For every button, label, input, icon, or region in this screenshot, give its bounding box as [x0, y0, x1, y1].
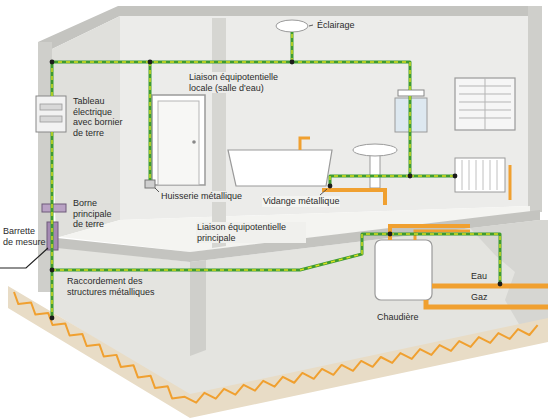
- upper-partition: [212, 18, 226, 248]
- junction-dot: [148, 60, 153, 65]
- main-earth-terminal: [42, 204, 66, 212]
- callout-label: Liaison équipotentielle locale (salle d'…: [188, 72, 302, 93]
- door-frame: [152, 95, 205, 185]
- callout-label: Barrette de mesure: [2, 226, 48, 247]
- right-wall: [528, 6, 542, 212]
- electrical-panel: [36, 96, 66, 132]
- leader-line: [155, 188, 159, 192]
- callout-label: Huisserie métallique: [160, 191, 243, 202]
- junction-dot: [388, 232, 393, 237]
- breaker-row: [40, 116, 62, 122]
- broken-wall: [470, 220, 548, 326]
- callout-label: Raccordement des structures métalliques: [66, 276, 180, 297]
- upper-back-wall: [120, 16, 530, 220]
- bath-tap: [300, 138, 310, 150]
- earth-wire: [52, 32, 500, 318]
- door-handle: [192, 140, 196, 144]
- junction-dot: [453, 174, 458, 179]
- callout-label: Gaz: [470, 292, 489, 303]
- door-panel: [158, 101, 199, 185]
- washbasin: [353, 144, 397, 156]
- mirror-light: [398, 90, 424, 96]
- ceiling-lamp: [276, 20, 308, 32]
- callout-label: Vidange métallique: [262, 196, 340, 207]
- ground-band: [8, 286, 548, 418]
- callout-label: Tableau électrique avec bornier de terre: [72, 96, 132, 138]
- callout-label: Chaudière: [376, 312, 420, 323]
- callout-label: Eau: [470, 271, 488, 282]
- junction-dot: [498, 282, 503, 287]
- measure-lead: [0, 248, 48, 268]
- breaker-row: [40, 104, 62, 110]
- water-pipe: [432, 284, 548, 289]
- radiator-pipe: [509, 165, 512, 200]
- lower-partition: [190, 260, 206, 356]
- callout-label: Borne principale de terre: [72, 198, 124, 230]
- window-blinds: [459, 78, 511, 130]
- bathtub: [228, 150, 332, 186]
- radiator-fins: [462, 160, 497, 190]
- callout-label: Éclairage: [316, 20, 356, 31]
- junction-dot: [290, 60, 295, 65]
- boiler: [375, 240, 432, 300]
- junction-dot: [408, 174, 413, 179]
- window: [455, 78, 515, 130]
- callout-label: Liaison équipotentielle principale: [196, 222, 306, 243]
- junction-dot: [328, 184, 333, 189]
- floor-slab: [38, 210, 540, 262]
- junction-dot: [50, 316, 55, 321]
- radiator: [455, 158, 505, 192]
- earth-wires: [50, 32, 503, 320]
- junction-dot: [50, 268, 55, 273]
- earth-wire-stripe: [52, 32, 500, 318]
- frame-connection: [145, 180, 155, 188]
- leader-line: [320, 189, 327, 195]
- junction-dot: [50, 60, 55, 65]
- leader-line: [309, 25, 313, 26]
